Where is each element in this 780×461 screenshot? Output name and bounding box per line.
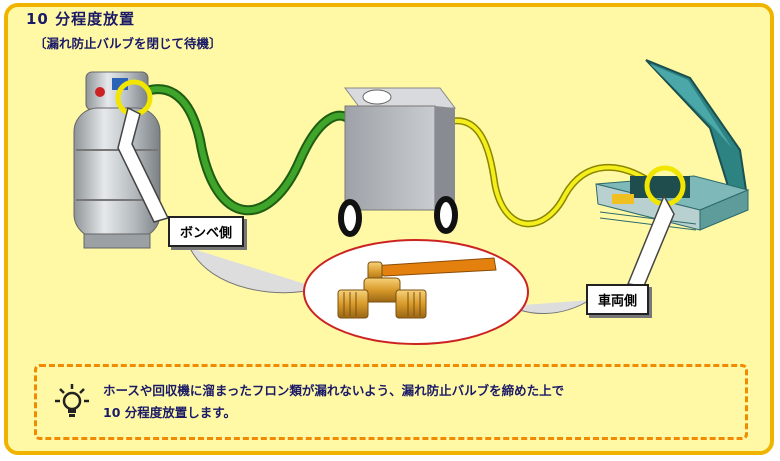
note-box: ホースや回収機に溜まったフロン類が漏れないよう、漏れ防止バルブを締めた上で 10… [34,364,748,440]
diagram-title: 10 分程度放置 [26,10,136,28]
green-hose [127,84,354,216]
vehicle-side-label: 車両側 [586,284,650,315]
note-line-1: ホースや回収機に溜まったフロン類が漏れないよう、漏れ防止バルブを締めた上で [103,383,565,398]
diagram-subtitle: 〔漏れ防止バルブを閉じて待機〕 [34,36,222,51]
note-text: ホースや回収機に溜まったフロン類が漏れないよう、漏れ防止バルブを締めた上で 10… [103,380,743,424]
lightbulb-icon [55,384,89,417]
cylinder-side-label: ボンベ側 [168,216,245,247]
vehicle-engine-bay [595,59,750,231]
recovery-machine [338,87,458,237]
note-line-2: 10 分程度放置します。 [103,405,236,420]
shutoff-valve [337,257,497,319]
